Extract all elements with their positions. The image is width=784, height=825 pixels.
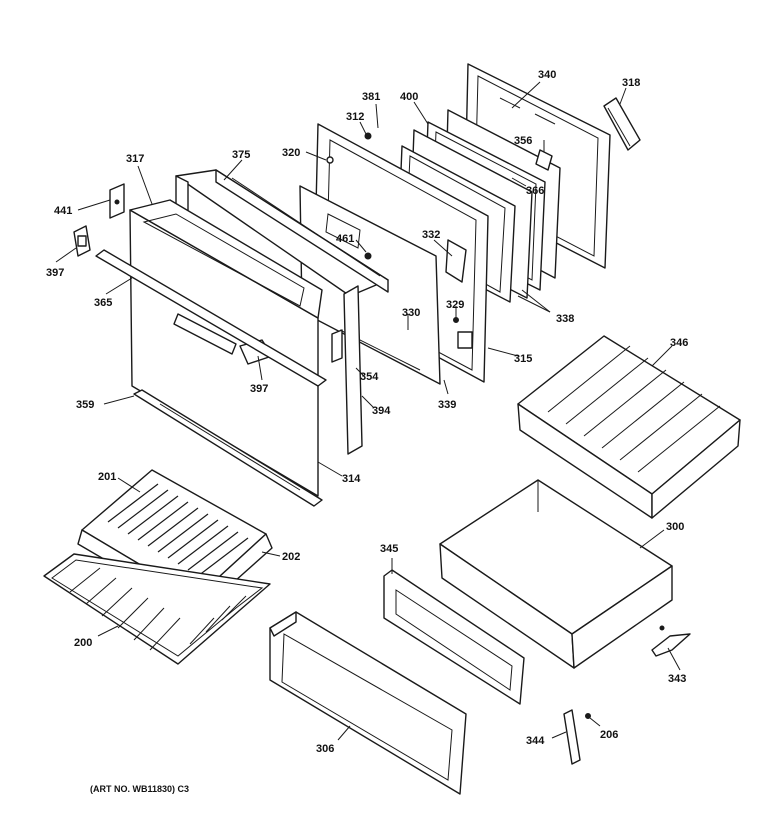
leader-lines	[55, 81, 681, 741]
part-441-hinge-bracket	[109, 183, 125, 219]
label-332: 332	[422, 229, 440, 241]
part-343-roller	[651, 625, 691, 657]
art-number: (ART NO. WB11830) C3	[90, 784, 189, 794]
part-labels: 340 318 381 400 312 356 366 320 375 317 …	[46, 69, 688, 755]
part-345-drawer-side	[383, 569, 525, 705]
label-345: 345	[380, 543, 398, 555]
label-312: 312	[346, 111, 364, 123]
label-201: 201	[98, 471, 116, 483]
part-344-rail	[563, 709, 581, 765]
label-314: 314	[342, 473, 361, 485]
part-306-drawer-front	[269, 611, 467, 795]
label-346: 346	[670, 337, 688, 349]
label-381: 381	[362, 91, 380, 103]
grid-slots	[107, 483, 249, 577]
tray-ribs	[547, 345, 721, 473]
rack-wires	[69, 567, 247, 651]
label-306: 306	[316, 743, 334, 755]
label-339: 339	[438, 399, 456, 411]
label-397-upper: 397	[46, 267, 64, 279]
label-202: 202	[282, 551, 300, 563]
label-441: 441	[54, 205, 72, 217]
label-375: 375	[232, 149, 250, 161]
label-461: 461	[336, 233, 354, 245]
part-397-hinge	[73, 225, 91, 257]
label-365: 365	[94, 297, 112, 309]
label-400: 400	[400, 91, 418, 103]
label-344: 344	[526, 735, 545, 747]
screw-parts	[326, 132, 459, 323]
label-318: 318	[622, 77, 640, 89]
label-200: 200	[74, 637, 92, 649]
label-340: 340	[538, 69, 556, 81]
part-206-screw	[585, 713, 591, 719]
part-356-clip	[535, 149, 553, 171]
label-315: 315	[514, 353, 532, 365]
label-320: 320	[282, 147, 300, 159]
label-317: 317	[126, 153, 144, 165]
label-354: 354	[360, 371, 379, 383]
label-206: 206	[600, 729, 618, 741]
part-365-trim-strip	[95, 249, 327, 387]
label-330: 330	[402, 307, 420, 319]
label-394: 394	[372, 405, 391, 417]
label-329: 329	[446, 299, 464, 311]
part-394-side-trim	[331, 285, 363, 455]
label-338: 338	[556, 313, 574, 325]
label-366: 366	[526, 185, 544, 197]
label-300: 300	[666, 521, 684, 533]
label-397-lower: 397	[250, 383, 268, 395]
label-356: 356	[514, 135, 532, 147]
part-346-drawer-tray	[517, 335, 741, 519]
part-300-drawer-body	[439, 479, 673, 669]
label-343: 343	[668, 673, 686, 685]
label-359: 359	[76, 399, 94, 411]
part-200-oven-rack	[43, 553, 271, 665]
part-359-bottom-trim	[133, 389, 323, 507]
part-314-door-front	[129, 199, 323, 497]
part-318-bracket	[603, 97, 641, 151]
